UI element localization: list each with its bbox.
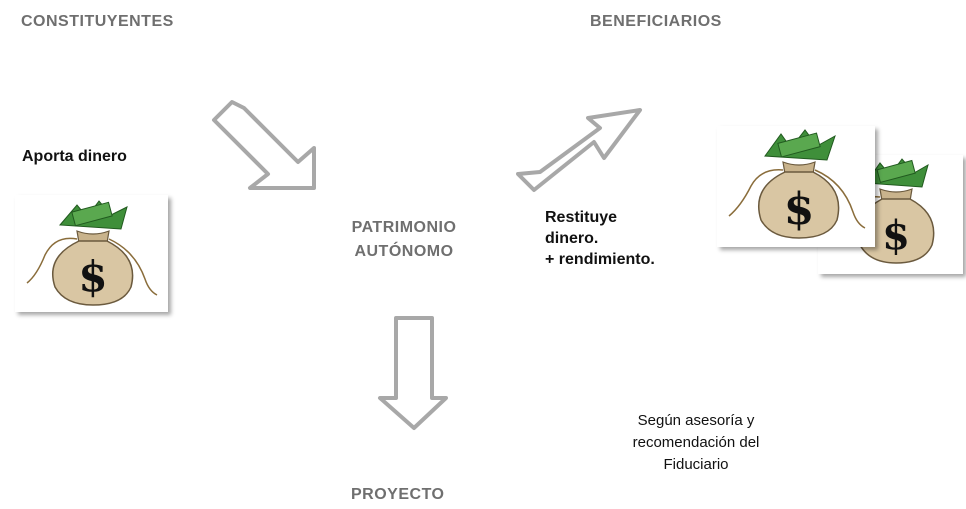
beneficiarios-heading: BENEFICIARIOS xyxy=(590,13,722,30)
svg-text:$: $ xyxy=(882,212,910,259)
restituye-line-2: dinero. xyxy=(545,230,599,247)
restituye-line-1: Restituye xyxy=(545,209,618,226)
asesoria-line-3: Fiduciario xyxy=(663,456,729,473)
asesoria-line-1: Según asesoría y xyxy=(637,412,755,429)
constituyentes-heading: CONSTITUYENTES xyxy=(21,13,174,30)
money-bag-icon: $ xyxy=(728,129,866,239)
svg-text:$: $ xyxy=(784,184,815,235)
patrimonio-autonomo-label: PATRIMONIO AUTÓNOMO xyxy=(321,216,487,264)
proyecto-label: PROYECTO xyxy=(351,486,445,503)
svg-text:$: $ xyxy=(78,252,107,301)
restituye-label: Restituye dinero. + rendimiento. xyxy=(545,207,655,270)
patrimonio-line-2: AUTÓNOMO xyxy=(354,243,454,260)
aporta-dinero-label: Aporta dinero xyxy=(22,148,127,165)
money-bag-image-right-front: $ xyxy=(717,126,875,247)
money-bag-image-left: $ xyxy=(15,195,168,312)
asesoria-label: Según asesoría y recomendación del Fiduc… xyxy=(586,410,806,476)
patrimonio-line-1: PATRIMONIO xyxy=(351,219,457,236)
money-bag-icon: $ xyxy=(26,200,158,306)
money-bag-icon: $ xyxy=(831,158,935,264)
restituye-line-3: + rendimiento. xyxy=(545,251,655,268)
asesoria-line-2: recomendación del xyxy=(632,434,760,451)
